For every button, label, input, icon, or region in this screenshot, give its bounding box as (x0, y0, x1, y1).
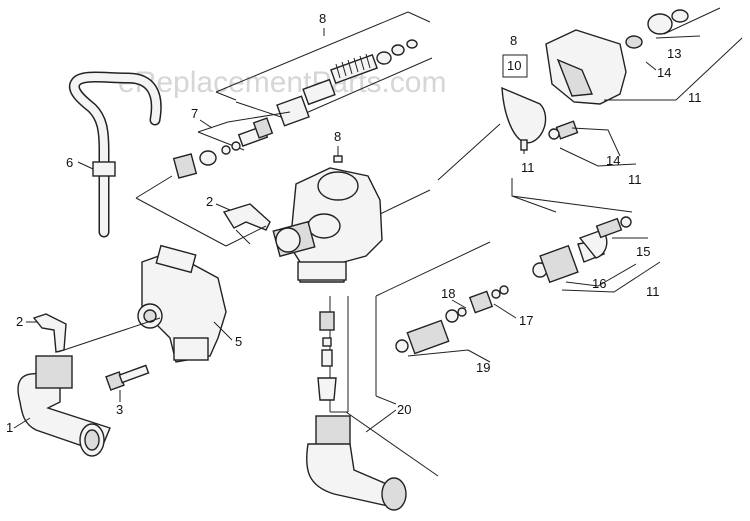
label-10: 10 (507, 58, 521, 73)
part-17-fitting[interactable] (468, 285, 509, 314)
label-10-box (502, 54, 528, 78)
watermark-text: eReplacementParts.com (118, 66, 446, 99)
label-11-a: 11 (521, 160, 535, 175)
label-20: 20 (397, 402, 411, 417)
label-19: 19 (476, 360, 490, 375)
part-10-cover[interactable] (501, 86, 547, 144)
part-20-outlet-elbow[interactable] (305, 411, 439, 511)
part-7-valve[interactable] (172, 111, 291, 179)
label-16: 16 (592, 276, 606, 291)
part-14-small-assembly[interactable] (548, 120, 579, 140)
label-18: 18 (441, 286, 455, 301)
label-8-top: 8 (319, 11, 326, 26)
part-8-valve-group[interactable] (215, 11, 433, 127)
part-11-upper-housing[interactable] (545, 9, 689, 105)
label-8-mid: 8 (334, 129, 341, 144)
label-17: 17 (519, 313, 533, 328)
label-14-b: 14 (606, 153, 620, 168)
label-1: 1 (6, 420, 13, 435)
label-14-a: 14 (657, 65, 671, 80)
center-valve-stack[interactable] (317, 296, 349, 413)
part-2-clip-lower[interactable] (32, 313, 67, 353)
part-3-bolt[interactable] (105, 364, 150, 391)
label-2-lower: 2 (16, 314, 23, 329)
label-6: 6 (66, 155, 73, 170)
pump-head-housing[interactable] (272, 167, 383, 283)
label-15: 15 (636, 244, 650, 259)
label-3: 3 (116, 402, 123, 417)
part-18-19-valve[interactable] (395, 307, 467, 355)
label-11-b: 11 (688, 90, 702, 105)
label-7: 7 (191, 106, 198, 121)
part-1-inlet-elbow[interactable] (17, 355, 111, 457)
label-8-right: 8 (510, 33, 517, 48)
label-5: 5 (235, 334, 242, 349)
label-11-c: 11 (628, 172, 642, 187)
part-6-hose[interactable] (69, 71, 162, 238)
label-2-upper: 2 (206, 194, 213, 209)
part-2-clip-upper[interactable] (222, 203, 271, 245)
part-15-disc[interactable] (578, 216, 632, 259)
label-11-d: 11 (646, 284, 660, 299)
label-13: 13 (667, 46, 681, 61)
part-5-housing[interactable] (135, 175, 267, 363)
